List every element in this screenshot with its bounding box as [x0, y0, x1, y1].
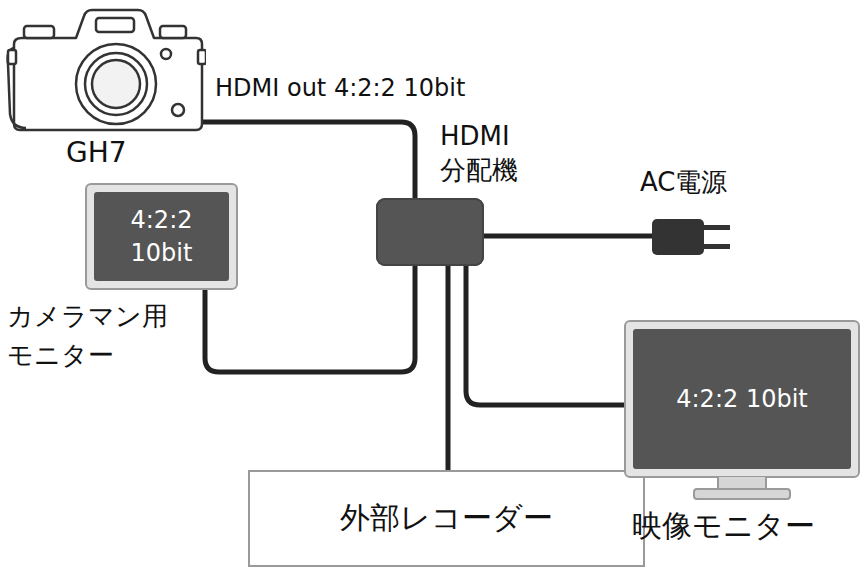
camera-name: GH7	[66, 136, 127, 169]
ac-plug	[648, 211, 760, 261]
camera-node: GH7	[4, 4, 206, 172]
recorder-node: 外部レコーダー	[248, 470, 645, 567]
screen-text: 4:2:2 10bit	[676, 383, 807, 415]
monitorS-node: 4:2:2 10bitカメラマン用 モニター	[85, 183, 238, 290]
monitor-stand	[624, 476, 860, 504]
monitor-label: カメラマン用 モニター	[7, 297, 171, 375]
splitter-node: HDMI 分配機	[376, 198, 484, 266]
monitor-screen: 4:2:2 10bit	[94, 192, 229, 281]
monitor-label: 映像モニター	[632, 506, 815, 547]
monitor-screen: 4:2:2 10bit	[633, 329, 851, 469]
screen-text: 4:2:2 10bit	[122, 204, 202, 269]
monitorL-node: 4:2:2 10bit映像モニター	[624, 320, 860, 478]
plug-node: AC電源	[648, 165, 760, 260]
hdmi-cable	[466, 266, 624, 405]
device-label: HDMI 分配機	[440, 120, 540, 188]
recorder-label: 外部レコーダー	[340, 498, 553, 539]
power-label: AC電源	[640, 165, 727, 200]
hdmi-cable	[446, 266, 451, 470]
camera-illustration	[4, 4, 206, 136]
hdmi-cable	[484, 234, 652, 239]
signal-label: HDMI out 4:2:2 10bit	[213, 74, 467, 102]
